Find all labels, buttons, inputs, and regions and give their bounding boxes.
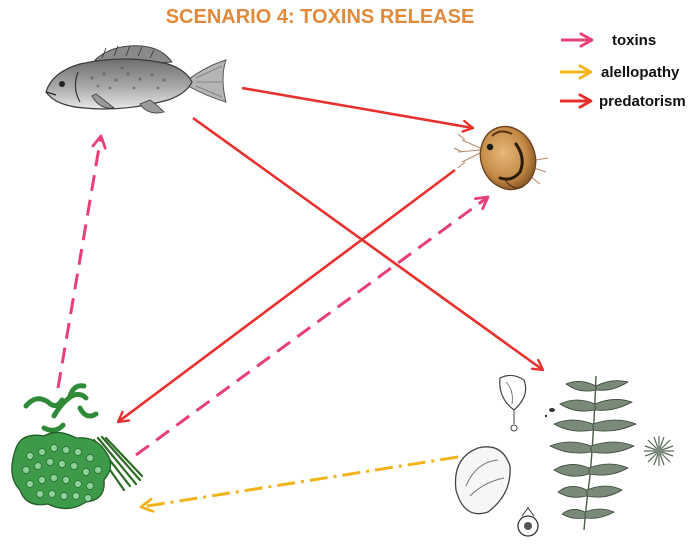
arrow-cyanobacteria-to-fish — [58, 136, 101, 388]
daphnia-icon — [454, 119, 548, 198]
legend-label-alellopathy: alellopathy — [601, 64, 680, 81]
aquatic-plants-icon — [455, 375, 674, 536]
legend-item-toxins: toxins — [561, 32, 656, 49]
legend-item-predatorism: predatorism — [560, 93, 686, 110]
legend: toxins alellopathy predatorism — [560, 32, 686, 110]
fish-icon — [46, 46, 226, 113]
arrow-plants-to-cyanobacteria — [141, 457, 458, 507]
arrow-fish-to-zooplankton — [242, 88, 473, 128]
legend-label-predatorism: predatorism — [599, 93, 686, 110]
arrow-zooplankton-to-cyanobacteria — [118, 170, 455, 422]
diagram-title: SCENARIO 4: TOXINS RELEASE — [166, 6, 475, 28]
cyanobacteria-icon — [12, 386, 142, 509]
arrow-cyanobacteria-to-zooplankton — [136, 197, 488, 455]
legend-item-alellopathy: alellopathy — [560, 64, 680, 81]
legend-label-toxins: toxins — [612, 32, 656, 49]
